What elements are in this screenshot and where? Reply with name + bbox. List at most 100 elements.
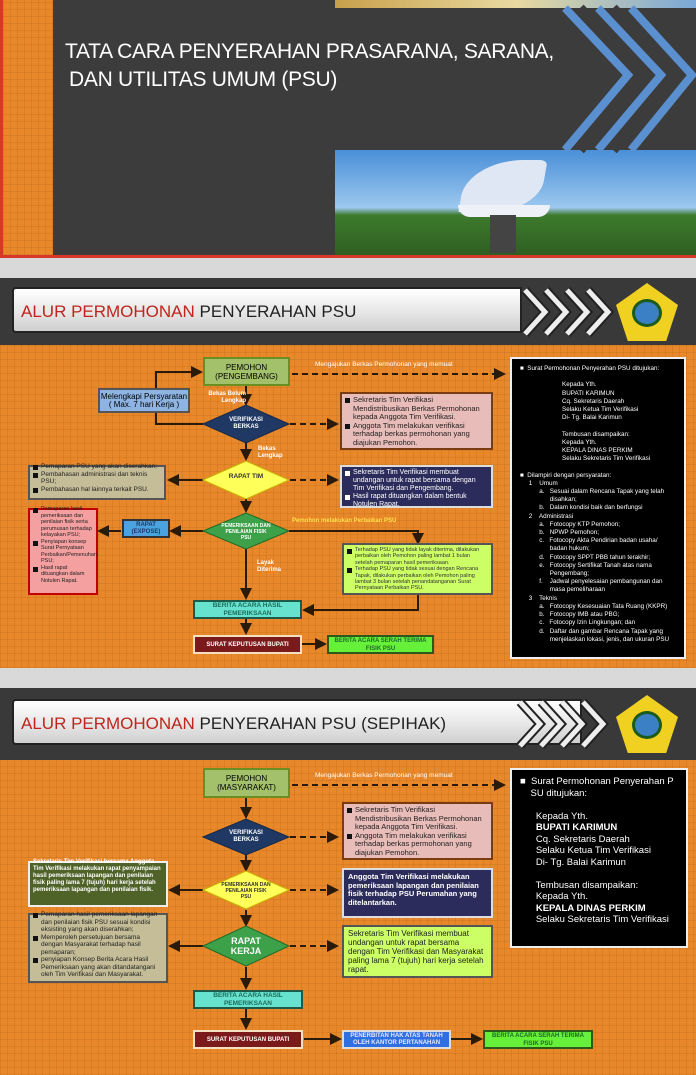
list-item: Anggota Tim melakukan verifikasi terhada… — [345, 421, 488, 448]
requirement-line: BUPATI KARIMUN — [520, 389, 615, 397]
banner-orange-strip — [3, 0, 53, 255]
pemeriksaan-diamond — [201, 512, 291, 550]
title-dark: PENYERAHAN PSU (SEPIHAK) — [194, 714, 447, 733]
navy-note: Sekretaris Tim Verifikasi membuat undang… — [340, 465, 493, 508]
section-title-1: ALUR PERMOHONAN PENYERAHAN PSU — [12, 287, 522, 333]
bullet-list: Terhadap PSU yang tidak layak diterima, … — [344, 545, 491, 594]
rapat-expose-node: RAPAT (EXPOSE) — [122, 519, 170, 538]
title-dark: PENYERAHAN PSU — [194, 302, 357, 321]
pemohon-masyarakat-node: PEMOHON (MASYARAKAT) — [203, 768, 290, 798]
requirement-line: a. Fotocopy KTP Pemohon; — [520, 520, 620, 528]
pemeriksaan-label: PEMERIKSAAN DAN PENILAIAN FISIK PSU — [221, 882, 271, 900]
requirement-line: masa pemeliharaan — [520, 586, 606, 594]
section-header-2: ALUR PERMOHONAN PENYERAHAN PSU (SEPIHAK) — [0, 688, 696, 760]
requirement-line: b. Dalam kondisi baik dan berfungsi — [520, 504, 643, 512]
verifikasi-label: VERIFIKASI BERKAS — [229, 830, 263, 843]
requirement-line: ■ Surat Permohonan Penyerahan PSU dituju… — [520, 365, 660, 372]
title-red: ALUR PERMOHONAN — [21, 302, 195, 321]
sk-bupati-node: SURAT KEPUTUSAN BUPATI — [193, 635, 302, 654]
submit-label: Mengajukan Berkas Permohonan yang memuat — [315, 772, 453, 779]
monument-pillar — [490, 215, 516, 253]
pink-note: Sekretaris Tim Verifikasi Mendistribusik… — [342, 802, 493, 860]
list-item: Pembahasan administrasi dan teknis PSU; — [33, 471, 161, 486]
requirement-line — [520, 799, 678, 811]
list-item: Hasil rapat dituangkan dalam Notulen Rap… — [33, 565, 93, 585]
pemohon-pengembang-node: PEMOHON (PENGEMBANG) — [203, 357, 290, 386]
requirement-line: KEPALA DINAS PERKIM — [520, 447, 633, 455]
banner-photo-top — [335, 0, 696, 8]
requirement-line — [520, 463, 676, 471]
requirement-line: SU ditujukan: — [520, 787, 588, 799]
title-line-1: TATA CARA PENYERAHAN PRASARANA, SARANA, — [65, 40, 554, 63]
darkgreen-note: Sekretaris Tim Verifikasi bersama Anggot… — [28, 859, 168, 907]
requirement-line — [520, 373, 676, 381]
bullet-list: Sekretaris Tim Verifikasi membuat undang… — [342, 467, 491, 511]
requirement-line: c. Fotocopy Izin Lingkungan; dan — [520, 619, 636, 627]
rapat-tim-label: RAPAT TIM — [228, 473, 264, 480]
rapat-kerja-label: RAPAT KERJA — [230, 936, 262, 956]
navy-note: Anggota Tim Verifikasi melakukan pemerik… — [342, 868, 493, 918]
requirement-line: Cq. Sekretaris Daerah — [520, 833, 630, 845]
requirement-line: Kepada Yth. — [520, 891, 588, 902]
verifikasi-diamond-2 — [201, 818, 291, 856]
list-item: Sekretaris Tim Verifikasi Mendistribusik… — [345, 395, 488, 422]
bullet-list: Sekretaris Tim Verifikasi Mendistribusik… — [344, 804, 491, 859]
requirement-line: Di- Tg. Balai Karimun — [520, 856, 626, 868]
list-item: Penyiapan konsep Surat Pernyataan Perbai… — [33, 539, 97, 565]
list-item: Pemaparan hasil pemeriksaan lapangan dan… — [33, 911, 163, 934]
chevrons-icon — [521, 286, 615, 338]
melengkapi-node: Melengkapi Persyaratan ( Max. 7 hari Ker… — [98, 388, 190, 413]
requirement-line: a. Sesuai dalam Rencana Tapak yang telah — [520, 488, 665, 496]
requirement-line: f. Jadwal penyelesaian pembangunan dan — [520, 578, 663, 586]
monument-boat — [458, 205, 550, 217]
section-header-1: ALUR PERMOHONAN PENYERAHAN PSU — [0, 278, 696, 346]
list-item: Terhadap PSU yang tidak sesuai dengan Re… — [347, 566, 488, 592]
requirements-box-2: ■ Surat Permohonan Penyerahan P SU dituj… — [510, 768, 688, 948]
pemeriksaan-diamond-2 — [201, 870, 291, 910]
red-note: Pemaparan hasil pemeriksaan dan penilaia… — [28, 506, 98, 595]
requirement-line: Selaku Ketua Tim Verifikasi — [520, 406, 639, 414]
hak-tanah-node: PENERBITAN HAK ATAS TANAH OLEH KANTOR PE… — [342, 1030, 451, 1049]
gray-note: Pemaparan hasil pemeriksaan lapangan dan… — [28, 911, 168, 983]
list-item: Pemaparan hasil pemeriksaan dan penilaia… — [33, 506, 93, 539]
requirement-line: a. Fotocopy Kesesuaian Tata Ruang (KKPR) — [520, 602, 668, 610]
bullet-list: Pemaparan hasil pemeriksaan lapangan dan… — [30, 909, 166, 981]
list-item: Anggota Tim melakukan verifikasi terhada… — [347, 831, 488, 858]
list-item: Sekretaris Tim Verifikasi membuat undang… — [345, 469, 488, 493]
layak-label: Layak Diterima — [257, 560, 282, 573]
lengkap-label: Bekas Lengkap — [258, 446, 283, 459]
title-line-2: DAN UTILITAS UMUM (PSU) — [69, 68, 338, 91]
chevrons-icon — [516, 698, 610, 750]
requirement-line: disahkan; — [520, 496, 577, 504]
belum-lengkap-label: Bekas Belum Lengkap — [208, 391, 246, 404]
requirement-line: Selaku Sekretaris Tim Verifikasi — [520, 914, 669, 925]
requirement-line: c. Fotocopy Akta Pendirian badan usaha/ — [520, 537, 658, 545]
list-item: Pemaparan PSU yang akan diserahkan; — [33, 463, 161, 471]
requirement-line: Tembusan disampaikan: — [520, 430, 630, 438]
green-note: Terhadap PSU yang tidak layak diterima, … — [342, 543, 493, 595]
requirement-line: Selaku Sekretaris Tim Verifikasi — [520, 455, 651, 463]
bullet-list: Sekretaris Tim Verifikasi Mendistribusik… — [342, 394, 491, 449]
requirement-line: Di- Tg. Balai Karimun — [520, 414, 622, 422]
requirement-line: e. Fotocopy Sertifikat Tanah atas nama — [520, 561, 652, 569]
requirement-line: 1 Umum — [520, 479, 558, 487]
requirement-line: ■ Surat Permohonan Penyerahan P — [520, 776, 674, 787]
list-item: Sekretaris Tim Verifikasi Mendistribusik… — [347, 805, 488, 832]
darkgreen-note-text: Sekretaris Tim Verifikasi bersama Anggot… — [33, 859, 161, 893]
list-item: Pembahasan hal lainnya terkait PSU. — [33, 486, 161, 494]
requirement-line: 3 Teknis — [520, 594, 557, 602]
verifikasi-label: VERIFIKASI BERKAS — [229, 417, 263, 430]
submit-label: Mengajukan Berkas Permohonan yang memuat — [315, 361, 453, 368]
page-title: TATA CARA PENYERAHAN PRASARANA, SARANA, … — [65, 38, 554, 94]
requirement-line: ■ Dilampiri dengan persyaratan: — [520, 471, 612, 479]
requirement-line — [520, 422, 676, 430]
requirement-line — [520, 868, 678, 880]
rapat-kerja-diamond — [201, 925, 291, 967]
list-item: Terhadap PSU yang tidak layak diterima, … — [347, 547, 488, 566]
requirement-line: Kepada Yth. — [520, 810, 588, 822]
requirement-line: d. Daftar dan gambar Rencana Tapak yang — [520, 627, 664, 635]
requirement-line: Kepada Yth. — [520, 381, 597, 389]
requirement-line: KEPALA DINAS PERKIM — [520, 902, 646, 914]
section-title-2: ALUR PERMOHONAN PENYERAHAN PSU (SEPIHAK) — [12, 699, 582, 745]
